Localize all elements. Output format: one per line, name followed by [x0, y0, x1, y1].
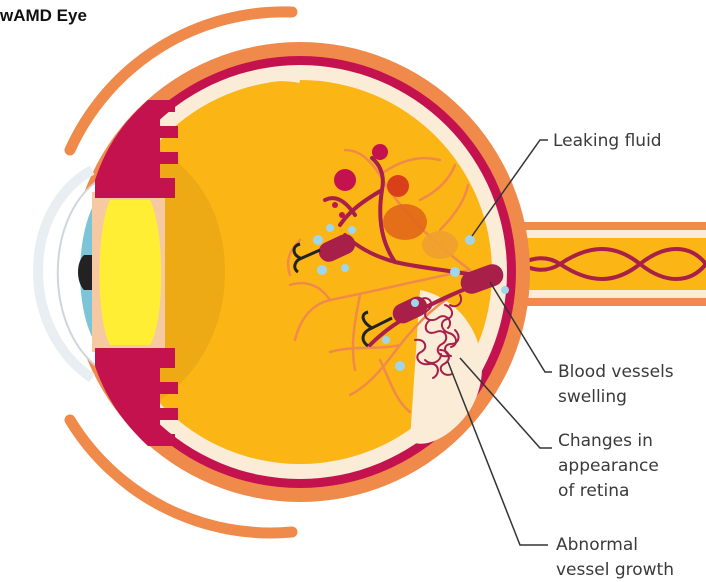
labels: Leaking fluid Blood vessels swelling Cha… [553, 131, 674, 580]
label-blood-vessels-line1: Blood vessels [558, 362, 674, 382]
label-changes-line3: of retina [558, 481, 629, 501]
label-changes-line2: appearance [558, 456, 659, 476]
lens [100, 200, 162, 345]
label-abnormal-line1: Abnormal [556, 535, 638, 555]
label-leaking-fluid: Leaking fluid [553, 131, 662, 151]
label-abnormal-line2: vessel growth [556, 560, 674, 580]
label-changes-line1: Changes in [558, 431, 653, 451]
label-blood-vessels-line2: swelling [558, 387, 627, 407]
